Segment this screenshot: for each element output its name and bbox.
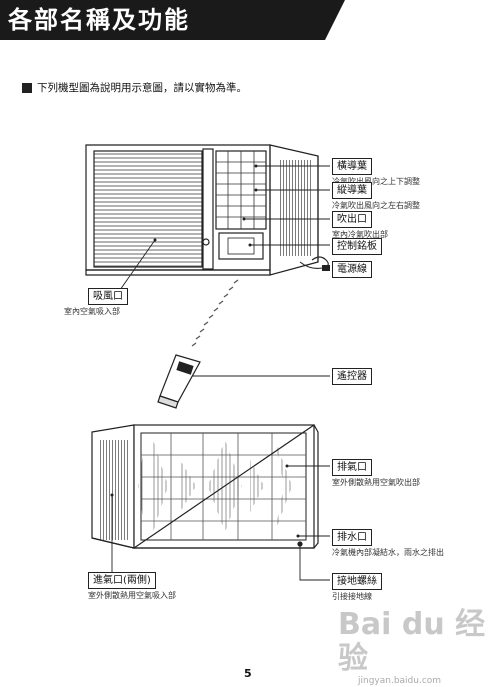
intro-text: 下列機型圖為說明用示意圖，請以實物為準。 — [37, 82, 247, 94]
label-air-outlet: 吹出口 室內冷氣吹出部 — [332, 211, 388, 240]
watermark-url: jingyan.baidu.com — [358, 676, 442, 686]
label-control-panel: 控制銘板 — [332, 238, 382, 255]
label-box: 排水口 — [332, 529, 372, 546]
label-box: 接地螺絲 — [332, 573, 382, 590]
label-box: 控制銘板 — [332, 238, 382, 255]
label-desc: 引接接地線 — [332, 592, 372, 601]
back-unit — [91, 424, 319, 549]
remote-drawing — [157, 354, 201, 409]
label-box: 遙控器 — [332, 368, 372, 385]
title-banner — [0, 0, 345, 40]
label-air-inlet: 吸風口 室內空氣吸入部 — [64, 288, 128, 317]
front-unit — [85, 144, 330, 276]
label-intake-side: 進氣口(兩側) 室外側散熱用空氣吸入部 — [88, 572, 176, 601]
label-box: 縱導葉 — [332, 182, 372, 199]
label-box: 吹出口 — [332, 211, 372, 228]
label-exhaust: 排氣口 室外側散熱用空氣吹出部 — [332, 459, 420, 488]
watermark-brand: Bai du 经验 — [338, 607, 486, 676]
label-vertical-louver: 橫導葉 冷氣吹出風向之上下調整 — [332, 158, 420, 187]
label-ground-screw: 接地螺絲 引接接地線 — [332, 573, 382, 602]
label-box: 進氣口(兩側) — [88, 572, 156, 589]
label-desc: 室外側散熱用空氣吹出部 — [332, 478, 420, 487]
label-power-cord: 電源線 — [332, 261, 372, 278]
label-remote-control: 遙控器 — [332, 368, 372, 385]
bullet-square-icon — [22, 82, 32, 93]
label-desc: 室內冷氣吹出部 — [332, 230, 388, 239]
intro-line: 下列機型圖為說明用示意圖，請以實物為準。 — [22, 80, 247, 95]
label-box: 橫導葉 — [332, 158, 372, 175]
label-drain: 排水口 冷氣機內部凝結水，雨水之排出 — [332, 529, 444, 558]
label-desc: 冷氣吹出風向之上下調整 — [332, 177, 420, 186]
label-desc: 室內空氣吸入部 — [64, 307, 120, 316]
watermark: Bai du 经验 jingyan.baidu.com — [338, 607, 500, 687]
label-desc: 冷氣吹出風向之左右調整 — [332, 201, 420, 210]
label-horizontal-louver: 縱導葉 冷氣吹出風向之左右調整 — [332, 182, 420, 211]
page-title: 各部名稱及功能 — [8, 6, 190, 34]
page-number: 5 — [244, 667, 252, 680]
label-desc: 冷氣機內部凝結水，雨水之排出 — [332, 548, 444, 557]
label-desc: 室外側散熱用空氣吸入部 — [88, 591, 176, 600]
label-box: 電源線 — [332, 261, 372, 278]
label-box: 排氣口 — [332, 459, 372, 476]
label-box: 吸風口 — [88, 288, 128, 305]
signal-dashes — [191, 279, 239, 347]
